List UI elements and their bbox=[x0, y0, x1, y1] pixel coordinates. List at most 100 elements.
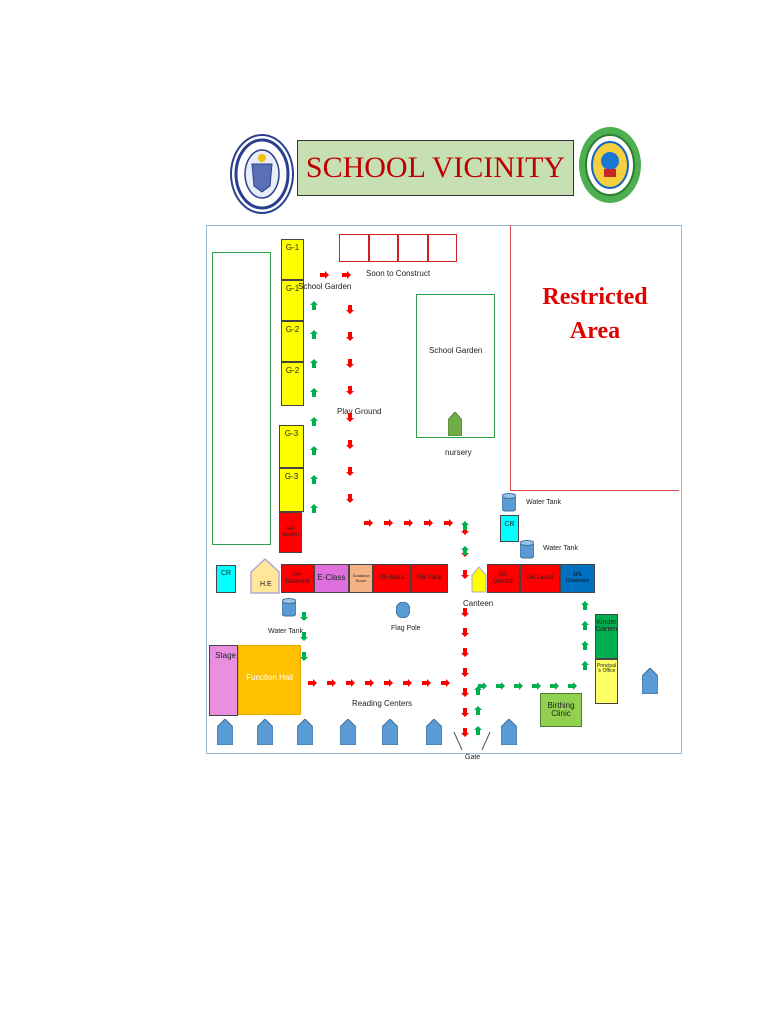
reading-center-icon bbox=[426, 719, 442, 745]
room-g5-yakal: G5-Yakal bbox=[411, 564, 448, 593]
he-label: H.E bbox=[260, 581, 272, 588]
green-route-arrow bbox=[474, 726, 482, 735]
green-route-arrow bbox=[496, 682, 505, 690]
red-route-arrow bbox=[403, 679, 412, 687]
red-route-arrow bbox=[346, 359, 354, 368]
water-tank-label-1: Water Tank bbox=[526, 499, 562, 506]
red-route-arrow bbox=[461, 688, 469, 697]
red-route-arrow bbox=[461, 628, 469, 637]
green-route-arrow bbox=[310, 330, 318, 339]
red-route-arrow bbox=[461, 708, 469, 717]
school-garden-center bbox=[416, 294, 495, 438]
planned-room bbox=[427, 234, 457, 262]
green-route-arrow bbox=[581, 601, 589, 610]
he-building-icon bbox=[250, 558, 280, 594]
red-route-arrow bbox=[461, 728, 469, 737]
cr-left: CR bbox=[216, 565, 236, 593]
red-route-arrow bbox=[365, 679, 374, 687]
room-g6-laurel: G6-Laurel bbox=[520, 564, 560, 593]
room-g6-quezon: G6-Quezon bbox=[487, 564, 520, 593]
green-route-arrow bbox=[300, 612, 308, 621]
red-route-arrow bbox=[346, 440, 354, 449]
flag-pole-label: Flag Pole bbox=[391, 625, 421, 632]
school-garden-center-label: School Garden bbox=[429, 346, 483, 355]
restricted-area-label: Restricted Area bbox=[520, 280, 670, 348]
birthing-clinic: Birthing Clinic bbox=[540, 693, 582, 727]
planned-room bbox=[339, 234, 369, 262]
room-g4-section: G4- Section bbox=[279, 512, 302, 553]
reading-center-icon bbox=[642, 668, 658, 694]
room-g1: G-1 bbox=[281, 239, 304, 280]
green-route-arrow bbox=[310, 359, 318, 368]
nursery-house-icon bbox=[448, 412, 462, 436]
page-title: SCHOOL VICINITY bbox=[305, 151, 566, 184]
room-g3b: G-3 bbox=[279, 468, 304, 512]
red-route-arrow bbox=[346, 305, 354, 314]
school-garden-top-label: School Garden bbox=[298, 282, 352, 291]
room-g2a: G-2 bbox=[281, 321, 304, 362]
red-route-arrow bbox=[342, 271, 351, 279]
room-g3a: G-3 bbox=[279, 425, 304, 468]
gate-label: Gate bbox=[465, 754, 481, 761]
green-route-arrow bbox=[514, 682, 523, 690]
room-kinder: Kinder Garten bbox=[595, 614, 618, 659]
reading-center-icon bbox=[257, 719, 273, 745]
green-route-arrow bbox=[581, 621, 589, 630]
red-route-arrow bbox=[444, 519, 453, 527]
room-guidance: Guidance Room bbox=[349, 564, 373, 593]
room-spe: SPE Classroom bbox=[560, 564, 595, 593]
red-route-arrow bbox=[320, 271, 329, 279]
flag-pole-icon bbox=[396, 602, 410, 618]
green-route-arrow bbox=[300, 652, 308, 661]
red-route-arrow bbox=[461, 648, 469, 657]
green-route-arrow bbox=[310, 301, 318, 310]
water-tank-icon bbox=[282, 598, 296, 617]
deped-seal-logo bbox=[230, 134, 294, 214]
page-title-banner: SCHOOL VICINITY bbox=[297, 140, 574, 196]
room-principal: Principal 's Office bbox=[595, 659, 618, 704]
green-route-arrow bbox=[300, 632, 308, 641]
red-route-arrow bbox=[461, 668, 469, 677]
green-route-arrow bbox=[581, 641, 589, 650]
room-g4-diamond: G4-Diamond bbox=[281, 564, 314, 593]
red-route-arrow bbox=[364, 519, 373, 527]
reading-center-icon bbox=[217, 719, 233, 745]
restricted-line-1: Restricted bbox=[542, 284, 648, 310]
red-route-arrow bbox=[461, 608, 469, 617]
room-g2b: G-2 bbox=[281, 362, 304, 406]
gate-icon bbox=[453, 731, 491, 751]
green-route-arrow bbox=[532, 682, 541, 690]
red-route-arrow bbox=[346, 494, 354, 503]
red-route-arrow bbox=[346, 386, 354, 395]
water-tank-icon bbox=[520, 540, 534, 559]
canteen-house-icon bbox=[471, 566, 487, 593]
reading-center-icon bbox=[297, 719, 313, 745]
red-route-arrow bbox=[346, 332, 354, 341]
soon-to-construct-rooms bbox=[339, 234, 457, 262]
red-route-arrow bbox=[424, 519, 433, 527]
red-route-arrow bbox=[346, 467, 354, 476]
red-route-arrow bbox=[384, 679, 393, 687]
green-route-arrow bbox=[310, 417, 318, 426]
restricted-line-2: Area bbox=[569, 318, 621, 344]
red-route-arrow bbox=[384, 519, 393, 527]
red-route-arrow bbox=[327, 679, 336, 687]
red-route-arrow bbox=[308, 679, 317, 687]
function-hall: Function Hall bbox=[238, 645, 301, 715]
green-route-arrow bbox=[474, 706, 482, 715]
water-tank-label-3: Water Tank bbox=[268, 628, 304, 635]
water-tank-icon bbox=[502, 493, 516, 512]
room-g5-narra: G5-Narra bbox=[373, 564, 411, 593]
red-route-arrow bbox=[346, 679, 355, 687]
red-route-arrow bbox=[422, 679, 431, 687]
planned-room bbox=[368, 234, 398, 262]
water-tank-label-2: Water Tank bbox=[543, 545, 579, 552]
play-ground-label: Play Ground bbox=[337, 407, 382, 416]
red-route-arrow bbox=[441, 679, 450, 687]
soon-to-construct-label: Soon to Construct bbox=[366, 269, 431, 278]
reading-center-icon bbox=[340, 719, 356, 745]
reading-centers-label: Reading Centers bbox=[352, 699, 413, 708]
school-seal-logo bbox=[578, 125, 642, 205]
reading-center-icon bbox=[501, 719, 517, 745]
